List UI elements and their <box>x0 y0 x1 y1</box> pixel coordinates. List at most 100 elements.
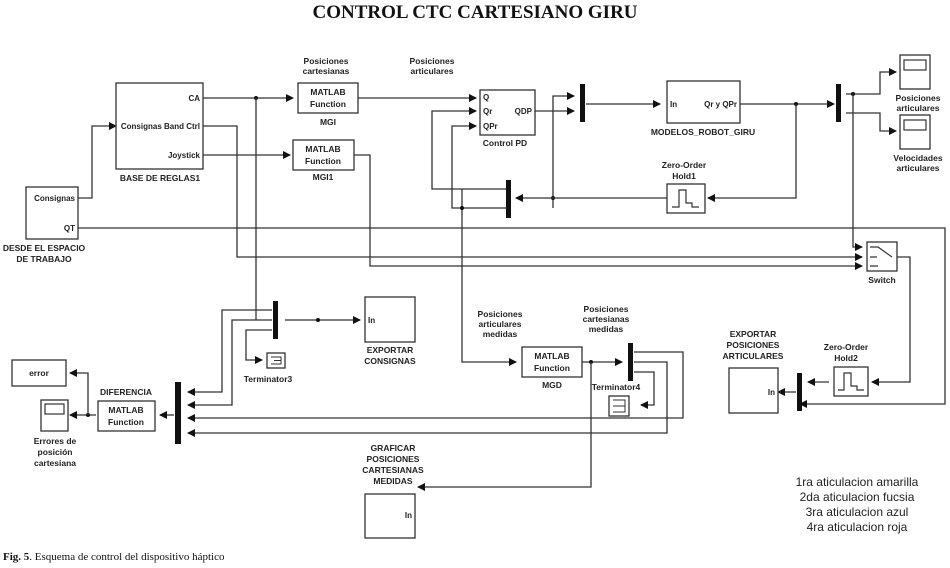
svg-text:error: error <box>29 368 50 378</box>
terminator-icon <box>613 399 626 413</box>
demux-feedback[interactable] <box>506 180 511 218</box>
wire-consignas <box>78 122 117 199</box>
svg-text:cartesianas: cartesianas <box>583 314 630 324</box>
svg-text:Posiciones: Posiciones <box>584 304 629 314</box>
wire-cons-term3 <box>245 329 272 364</box>
svg-text:Qr y QPr: Qr y QPr <box>704 100 737 109</box>
wire-mux-feedback <box>552 92 575 208</box>
diagram-title: CONTROL CTC CARTESIANO GIRU <box>312 2 637 23</box>
block-switch[interactable]: Switch <box>866 241 898 285</box>
block-mgi[interactable]: Posiciones cartesianas MATLAB Function M… <box>297 56 359 127</box>
caption-label: Fig. 5 <box>3 551 30 563</box>
svg-text:POSICIONES: POSICIONES <box>727 340 780 350</box>
svg-text:Q: Q <box>483 93 489 102</box>
mux-diferencia[interactable] <box>175 382 181 444</box>
port-ca: CA <box>188 94 200 103</box>
svg-text:articulares: articulares <box>897 103 940 113</box>
block-modelos-robot-giru[interactable]: In Qr y QPr MODELOS_ROBOT_GIRU <box>651 80 755 137</box>
svg-text:QDP: QDP <box>515 107 533 116</box>
svg-text:MATLAB: MATLAB <box>310 87 345 97</box>
svg-text:Posiciones: Posiciones <box>896 93 941 103</box>
svg-text:POSICIONES: POSICIONES <box>367 454 420 464</box>
block-label: MGI1 <box>313 172 334 182</box>
wire-scope-vel <box>846 112 897 135</box>
switch-icon <box>870 246 893 267</box>
signal-label: medidas <box>483 329 518 339</box>
block-zero-order-hold1[interactable]: Zero-Order Hold1 <box>662 160 707 214</box>
wire-zoh1-in <box>707 104 797 202</box>
block-label: DESDE EL ESPACIO <box>3 243 86 253</box>
legend-item: 1ra aticulacion amarilla <box>796 475 919 489</box>
svg-text:Function: Function <box>305 156 341 166</box>
block-label: Control PD <box>483 138 527 148</box>
block-control-pd[interactable]: Posiciones articulares Q Qr QPr QDP Cont… <box>410 56 536 148</box>
wire-meas-mgd <box>461 189 517 366</box>
block-label: BASE DE REGLAS1 <box>120 173 201 183</box>
demux-consignas[interactable] <box>273 301 278 339</box>
block-label: MGI <box>320 117 336 127</box>
wire-mgd-graficar <box>417 362 592 491</box>
svg-text:In: In <box>670 100 677 109</box>
block-diferencia[interactable]: DIFERENCIA MATLAB Function <box>97 387 156 432</box>
wire-scope-pos <box>846 68 897 95</box>
svg-text:posición: posición <box>38 447 73 457</box>
wire-cart-out2 <box>187 361 668 437</box>
terminator-icon <box>271 356 282 365</box>
signal-label: Posiciones <box>304 56 349 66</box>
zoh-icon <box>672 189 699 208</box>
mux-control[interactable] <box>580 84 585 122</box>
block-error-workspace[interactable]: error <box>11 359 67 387</box>
wires <box>69 68 946 491</box>
block-exportar-posiciones[interactable]: EXPORTAR POSICIONES ARTICULARES In <box>723 329 784 414</box>
svg-text:MATLAB: MATLAB <box>305 144 340 154</box>
svg-text:QPr: QPr <box>483 122 498 131</box>
svg-text:Function: Function <box>310 99 346 109</box>
scope-velocidades-articulares[interactable]: Velocidades articulares <box>893 114 943 173</box>
block-base-de-reglas[interactable]: CA Consignas Band Ctrl Joystick BASE DE … <box>115 82 204 183</box>
scope-posiciones-articulares[interactable]: Posiciones articulares <box>896 54 941 113</box>
svg-text:MATLAB: MATLAB <box>108 405 143 415</box>
svg-text:Hold1: Hold1 <box>672 171 696 181</box>
block-mgd[interactable]: Posiciones articulares medidas MATLAB Fu… <box>478 309 583 390</box>
svg-text:In: In <box>768 388 775 397</box>
signal-label: Posiciones <box>478 309 523 319</box>
signal-label: articulares <box>479 319 522 329</box>
svg-text:Zero-Order: Zero-Order <box>662 160 707 170</box>
wire-bandctrl-switch <box>203 125 863 261</box>
block-label: MODELOS_ROBOT_GIRU <box>651 127 755 137</box>
port-joystick: Joystick <box>168 151 201 160</box>
svg-text:Function: Function <box>108 417 144 427</box>
block-graficar-posiciones[interactable]: GRAFICAR POSICIONES CARTESIANAS MEDIDAS … <box>362 443 424 539</box>
signal-label: Posiciones <box>410 56 455 66</box>
block-zero-order-hold2[interactable]: Zero-Order Hold2 <box>824 342 869 397</box>
svg-text:GRAFICAR: GRAFICAR <box>371 443 416 453</box>
signal-label: articulares <box>411 66 454 76</box>
block-desde-espacio-trabajo[interactable]: Consignas QT DESDE EL ESPACIO DE TRABAJO <box>3 186 86 264</box>
wire-switch-zoh2 <box>871 256 911 386</box>
svg-text:Terminator3: Terminator3 <box>244 374 293 384</box>
wire-cons-out2 <box>187 319 272 409</box>
legend-item: 2da aticulacion fucsia <box>800 490 915 504</box>
svg-text:CARTESIANAS: CARTESIANAS <box>362 465 424 475</box>
legend-item: 3ra aticulacion azul <box>806 505 909 519</box>
svg-text:articulares: articulares <box>897 163 940 173</box>
svg-text:In: In <box>405 511 412 520</box>
block-terminator3[interactable]: Terminator3 <box>244 352 293 384</box>
port-qt: QT <box>64 224 75 233</box>
scope-errores-posicion[interactable]: Errores de posición cartesiana <box>34 399 77 468</box>
svg-text:DIFERENCIA: DIFERENCIA <box>100 387 152 397</box>
block-mgi1[interactable]: MATLAB Function MGI1 <box>292 139 355 182</box>
caption-text: . Esquema de control del dispositivo háp… <box>29 551 225 563</box>
demux-cartesianas-medidas[interactable]: Posiciones cartesianas medidas <box>583 304 633 381</box>
demux-robot[interactable] <box>836 84 841 122</box>
wire-dif-error <box>69 369 89 415</box>
legend-item: 4ra aticulacion roja <box>807 520 908 534</box>
svg-text:medidas: medidas <box>589 324 624 334</box>
svg-text:Hold2: Hold2 <box>834 353 858 363</box>
mux-exportar-posiciones[interactable] <box>797 373 802 411</box>
svg-text:Errores de: Errores de <box>34 436 77 446</box>
joint-color-legend: 1ra aticulacion amarilla 2da aticulacion… <box>796 475 919 534</box>
block-terminator4[interactable]: Terminator4 <box>592 382 641 417</box>
block-exportar-consignas[interactable]: In EXPORTAR CONSIGNAS <box>364 296 416 366</box>
